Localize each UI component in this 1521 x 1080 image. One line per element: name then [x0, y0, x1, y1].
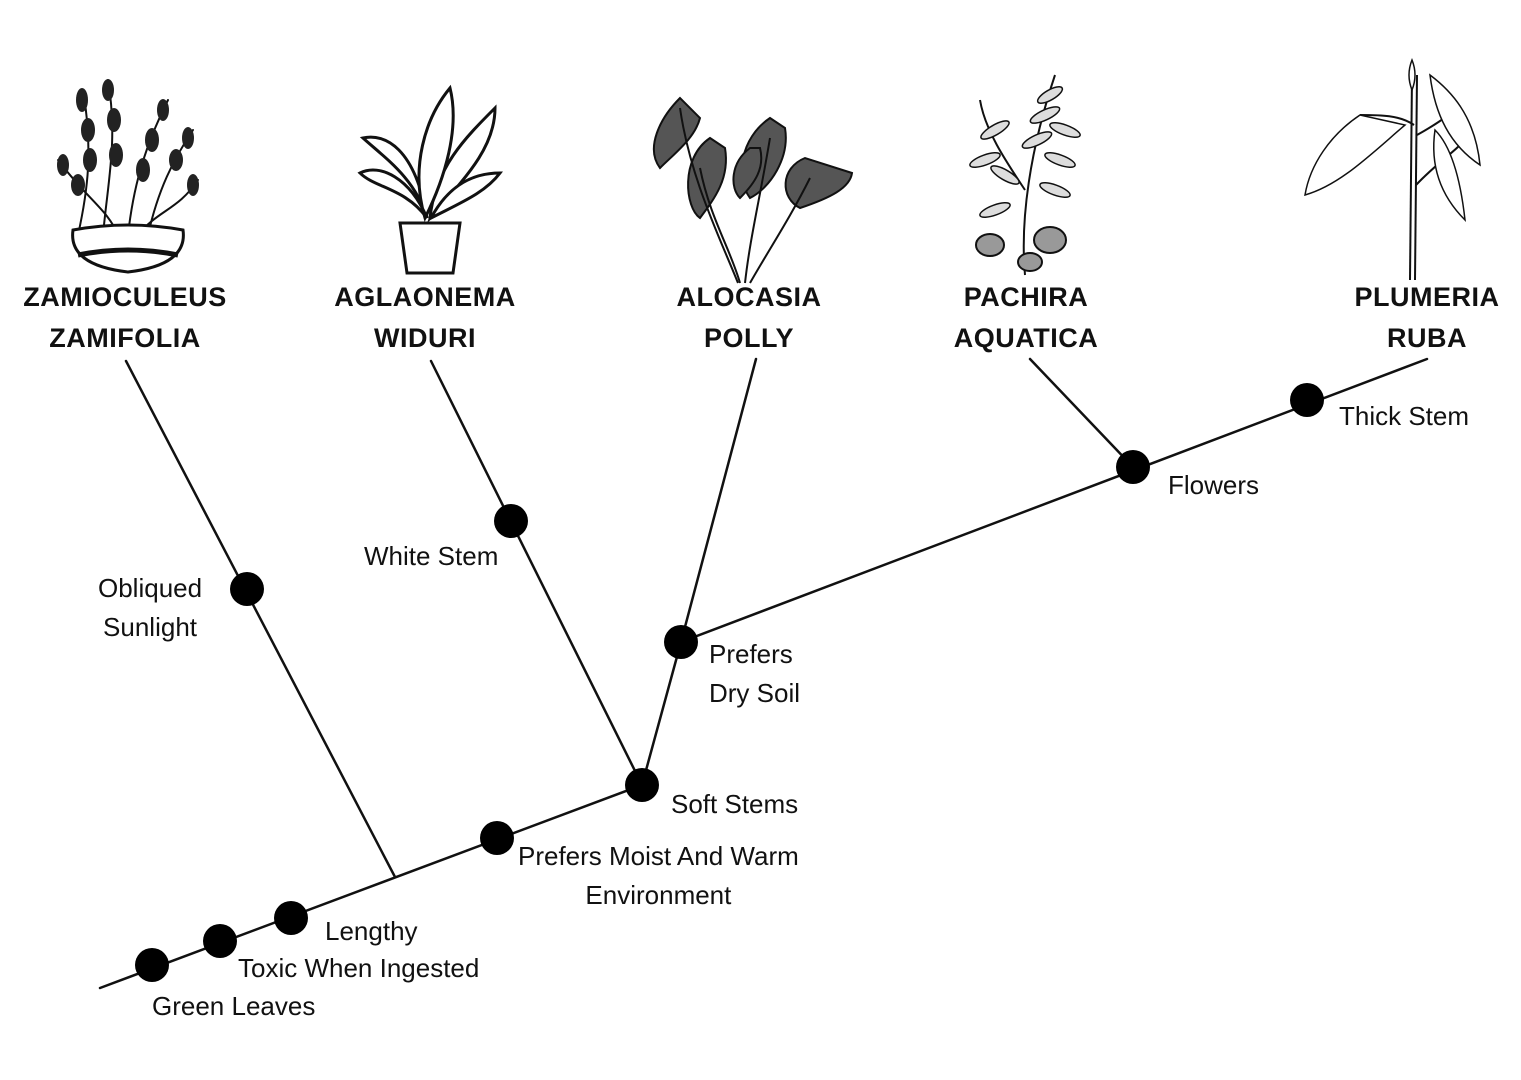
trait-label-line: Obliqued: [98, 573, 203, 603]
node-soft-stems: [625, 768, 659, 802]
node-moist-warm: [480, 821, 514, 855]
trait-label-white-stem: White Stem: [364, 537, 498, 576]
taxon-label-zamioculeus: ZAMIOCULEUS ZAMIFOLIA: [5, 277, 245, 359]
trait-label-line: Lengthy: [325, 916, 418, 946]
taxon-label-line: PLUMERIA: [1354, 282, 1500, 312]
aglaonema-branch-line: [429, 359, 644, 787]
trait-label-line: Environment: [585, 880, 732, 910]
zz-plant-in-bowl-pot-icon: [57, 79, 199, 274]
taxon-label-line: ZAMIFOLIA: [49, 323, 201, 353]
trait-label-toxic: Toxic When Ingested: [238, 949, 479, 988]
node-white-stem: [494, 504, 528, 538]
trait-label-dry-soil: Prefers Dry Soil: [709, 635, 800, 713]
alocasia-branch-line: [679, 357, 758, 644]
trait-label-line: Green Leaves: [152, 991, 316, 1021]
taxon-label-line: WIDURI: [374, 323, 476, 353]
main-branch-line: [98, 783, 644, 990]
trait-label-line: Sunlight: [103, 612, 198, 642]
node-flowers: [1116, 450, 1150, 484]
taxon-label-alocasia: ALOCASIA POLLY: [629, 277, 869, 359]
taxon-label-line: ALOCASIA: [676, 282, 822, 312]
trait-label-moist-warm: Prefers Moist And Warm Environment: [518, 837, 799, 915]
trait-label-lengthy: Lengthy: [325, 912, 418, 951]
trait-label-line: Prefers: [709, 639, 793, 669]
taxon-label-line: ZAMIOCULEUS: [23, 282, 227, 312]
node-thick-stem: [1290, 383, 1324, 417]
pachira-branch-with-nuts-icon: [969, 74, 1081, 276]
node-lengthy: [274, 901, 308, 935]
taxon-label-line: AQUATICA: [953, 323, 1099, 353]
trait-label-flowers: Flowers: [1168, 466, 1259, 505]
taxon-label-plumeria: PLUMERIA RUBA: [1307, 277, 1521, 359]
inner-branch-line: [640, 640, 683, 787]
node-green-leaves: [135, 948, 169, 982]
trait-label-line: White Stem: [364, 541, 499, 571]
taxon-label-line: PACHIRA: [963, 282, 1089, 312]
trait-label-obliqued-sunlight: Obliqued Sunlight: [98, 569, 202, 647]
taxon-label-line: POLLY: [703, 323, 795, 353]
taxon-label-line: RUBA: [1387, 323, 1467, 353]
taxon-label-pachira: PACHIRA AQUATICA: [906, 277, 1146, 359]
trait-label-line: Dry Soil: [709, 678, 801, 708]
trait-label-soft-stems: Soft Stems: [671, 785, 798, 824]
taxon-label-line: AGLAONEMA: [334, 282, 516, 312]
node-toxic: [203, 924, 237, 958]
plumeria-stem-icon: [1304, 57, 1481, 280]
pachira-branch-line: [1028, 357, 1135, 469]
trait-label-line: Toxic When Ingested: [238, 953, 480, 983]
node-obliqued-sunlight: [230, 572, 264, 606]
trait-label-line: Soft Stems: [671, 789, 799, 819]
aglaonema-in-pot-icon: [357, 84, 504, 275]
trait-label-line: Thick Stem: [1339, 401, 1470, 431]
trait-label-line: Flowers: [1168, 470, 1260, 500]
node-dry-soil: [664, 625, 698, 659]
alocasia-leaves-icon: [652, 96, 854, 284]
trait-label-line: Prefers Moist And Warm: [518, 841, 799, 871]
taxon-label-aglaonema: AGLAONEMA WIDURI: [305, 277, 545, 359]
trait-label-green-leaves: Green Leaves: [152, 987, 315, 1026]
trait-label-thick-stem: Thick Stem: [1339, 397, 1469, 436]
zamioculeus-branch-line: [124, 359, 397, 879]
